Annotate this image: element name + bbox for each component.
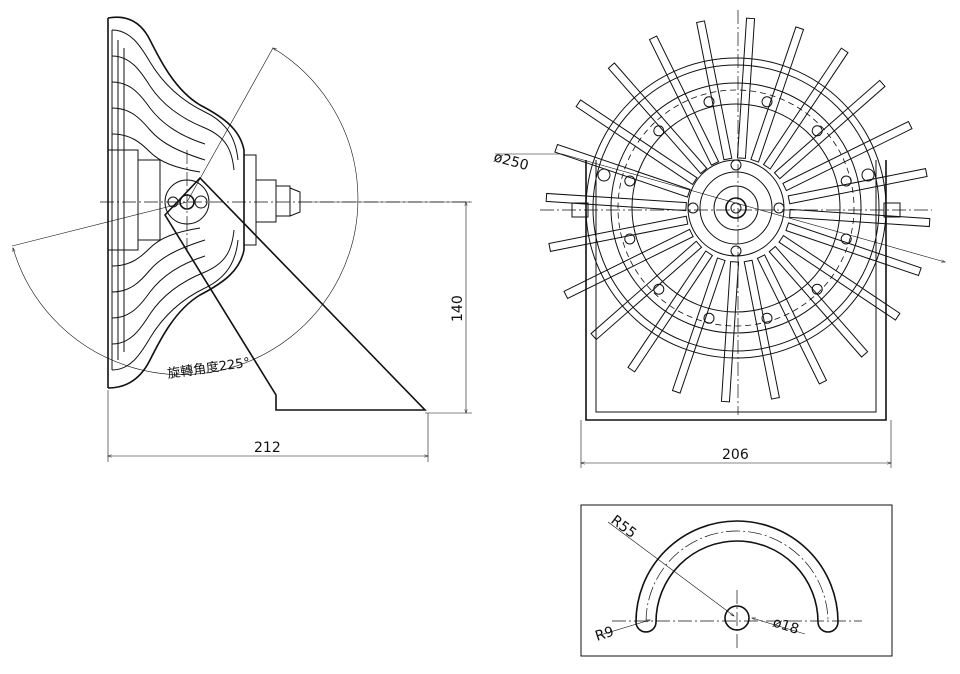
dimension-width-front: 206: [581, 420, 891, 468]
cooling-fin: [736, 17, 756, 159]
dimension-radius-outer-label: R55: [608, 512, 640, 541]
rotation-angle-indicator: 旋轉角度225°: [11, 48, 359, 382]
bracket-detail: R55 R9 ø18: [580, 504, 893, 657]
dimension-radius-outer: R55: [608, 512, 734, 616]
cooling-fin: [627, 250, 714, 373]
cooling-fin: [750, 26, 805, 163]
bolt-hole: [653, 283, 665, 295]
dimension-width-side: 212: [108, 390, 428, 462]
cooling-fin: [720, 261, 740, 403]
dimension-hole-label: ø18: [771, 615, 801, 638]
bolt-hole: [703, 312, 715, 324]
front-view-body: [585, 57, 887, 359]
cooling-fin: [671, 257, 726, 394]
cooling-fin: [548, 215, 689, 252]
dimension-height: 140: [300, 202, 472, 413]
side-view-housing: [107, 16, 301, 389]
bolt-hole: [840, 175, 852, 187]
cooling-fin: [545, 192, 687, 212]
dimension-width-side-label: 212: [254, 440, 281, 456]
bolt-hole: [624, 175, 636, 187]
rotation-angle-label: 旋轉角度225°: [166, 355, 251, 382]
dimension-radius-slot: R9: [593, 620, 650, 645]
cooling-fin: [789, 208, 931, 228]
bolt-hole: [703, 96, 715, 108]
dimension-height-label: 140: [450, 295, 466, 322]
front-view-bracket: [571, 160, 901, 421]
bolt-hole: [624, 233, 636, 245]
dimension-width-front-label: 206: [722, 447, 749, 463]
dimension-diameter-label: ø250: [492, 149, 530, 174]
bolt-hole: [653, 125, 665, 137]
cooling-fin: [773, 79, 886, 180]
front-view: ø250 206: [492, 10, 945, 468]
dimension-hole: ø18: [752, 615, 806, 638]
bolt-hole: [811, 283, 823, 295]
bolt-hole: [761, 312, 773, 324]
cooling-fin: [762, 47, 849, 170]
dimension-radius-slot-label: R9: [593, 624, 616, 645]
cooling-fin: [787, 168, 928, 205]
side-view: 旋轉角度225° 140 212: [11, 16, 472, 462]
cooling-fin: [743, 259, 780, 400]
bolt-hole: [761, 96, 773, 108]
cooling-fin: [782, 120, 913, 192]
bolt-hole: [811, 125, 823, 137]
